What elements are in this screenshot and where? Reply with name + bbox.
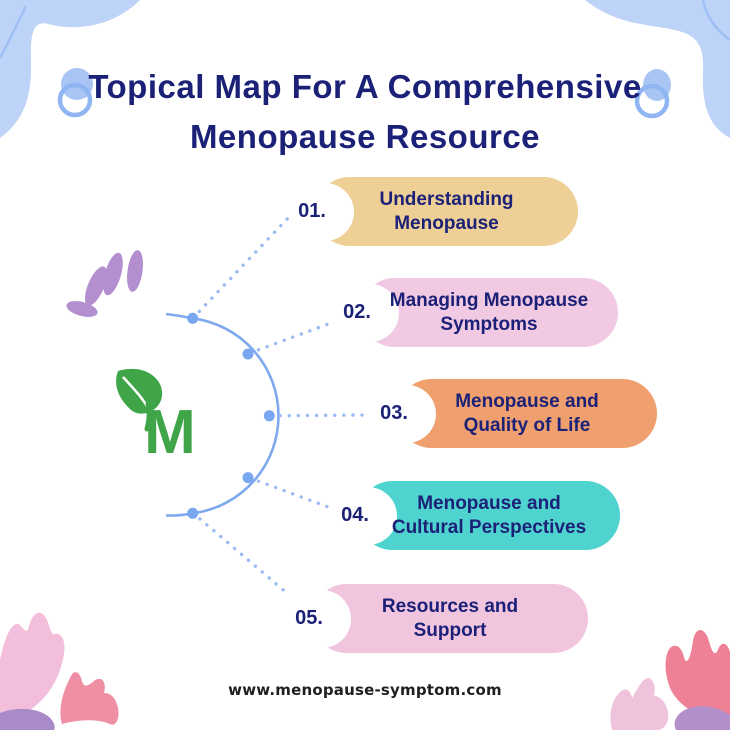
tulip-light-pink-left — [0, 612, 65, 717]
spoke-5 — [191, 511, 290, 596]
topic-label-2-line-2: Symptoms — [440, 313, 538, 335]
topic-label-2-line-1: Managing Menopause — [389, 289, 589, 311]
leaf-icon — [116, 368, 163, 414]
topic-label-4-line-2: Cultural Perspectives — [391, 516, 587, 538]
topic-pill-5 — [312, 584, 588, 653]
tulip-light-pink-right — [610, 678, 669, 730]
petal-fan-icon — [66, 250, 143, 317]
topic-label-4: Menopause and Cultural Perspectives — [358, 481, 620, 550]
corner-blob-top-right — [585, 0, 730, 138]
topic-number-2: 02. — [343, 301, 371, 323]
topic-label-4-line-1: Menopause and — [417, 492, 561, 514]
corner-line-top-right — [701, 0, 730, 42]
topic-label-5: Resources and Support — [312, 584, 588, 653]
pill-notch-1 — [296, 182, 354, 241]
topic-item-1: 01. Understanding Menopause — [296, 177, 578, 246]
page-title-line-2: Menopause Resource — [189, 118, 541, 155]
title-ornament-ring-left — [57, 82, 93, 118]
purple-blob-left — [0, 708, 55, 730]
topic-item-4: 04. Menopause and Cultural Perspectives — [339, 481, 620, 550]
arc-nodes — [187, 312, 275, 519]
arc-node-3 — [263, 410, 275, 422]
topic-label-2: Managing Menopause Symptoms — [360, 278, 618, 347]
leaf-stem — [144, 401, 152, 432]
topic-item-2: 02. Managing Menopause Symptoms — [341, 278, 618, 347]
topic-number-4: 04. — [341, 504, 369, 526]
spoke-4 — [248, 476, 333, 510]
arc-node-4 — [242, 472, 254, 484]
topic-label-3-line-1: Menopause and — [455, 390, 599, 412]
topic-item-5: 05. Resources and Support — [293, 584, 588, 653]
topic-number-1: 01. — [298, 200, 326, 222]
pill-notch-5 — [293, 589, 351, 648]
topic-pill-3 — [397, 379, 657, 448]
spoke-3 — [269, 413, 369, 418]
pill-notch-3 — [378, 384, 436, 443]
arc-node-2 — [242, 348, 254, 360]
corner-blob-top-left — [0, 0, 140, 138]
spoke-1 — [191, 213, 293, 320]
page-title: Topical Map For A Comprehensive Menopaus… — [0, 62, 730, 162]
pill-notch-4 — [339, 486, 397, 545]
topic-item-3: 03. Menopause and Quality of Life — [378, 379, 657, 448]
tulip-salmon-right — [665, 630, 730, 723]
purple-blob-right — [674, 706, 730, 730]
tulip-salmon-left — [60, 672, 119, 725]
topic-label-1-line-2: Menopause — [394, 212, 499, 234]
footer-website: www.menopause-symptom.com — [228, 681, 502, 699]
topic-label-5-line-1: Resources and — [381, 595, 519, 617]
topic-label-3-line-2: Quality of Life — [463, 414, 591, 436]
topic-pill-4 — [358, 481, 620, 550]
arc-node-5 — [187, 507, 199, 519]
dotted-spokes — [191, 213, 369, 596]
topic-label-1-line-1: Understanding — [379, 188, 514, 210]
topic-label-3: Menopause and Quality of Life — [397, 379, 657, 448]
spoke-2 — [248, 321, 333, 355]
page-title-line-1: Topical Map For A Comprehensive — [88, 68, 642, 105]
topic-number-3: 03. — [380, 402, 408, 424]
topic-pill-1 — [315, 177, 578, 246]
topic-label-1: Understanding Menopause — [315, 177, 578, 246]
logo: M — [116, 368, 196, 467]
topic-pill-2 — [360, 278, 618, 347]
pill-notch-2 — [341, 283, 399, 342]
title-ornament-ring-right — [634, 83, 670, 119]
topic-number-5: 05. — [295, 607, 323, 629]
logo-letter: M — [144, 398, 196, 467]
arc-node-1 — [187, 312, 199, 324]
topic-label-5-line-2: Support — [413, 619, 487, 641]
corner-line-top-left — [0, 5, 28, 59]
